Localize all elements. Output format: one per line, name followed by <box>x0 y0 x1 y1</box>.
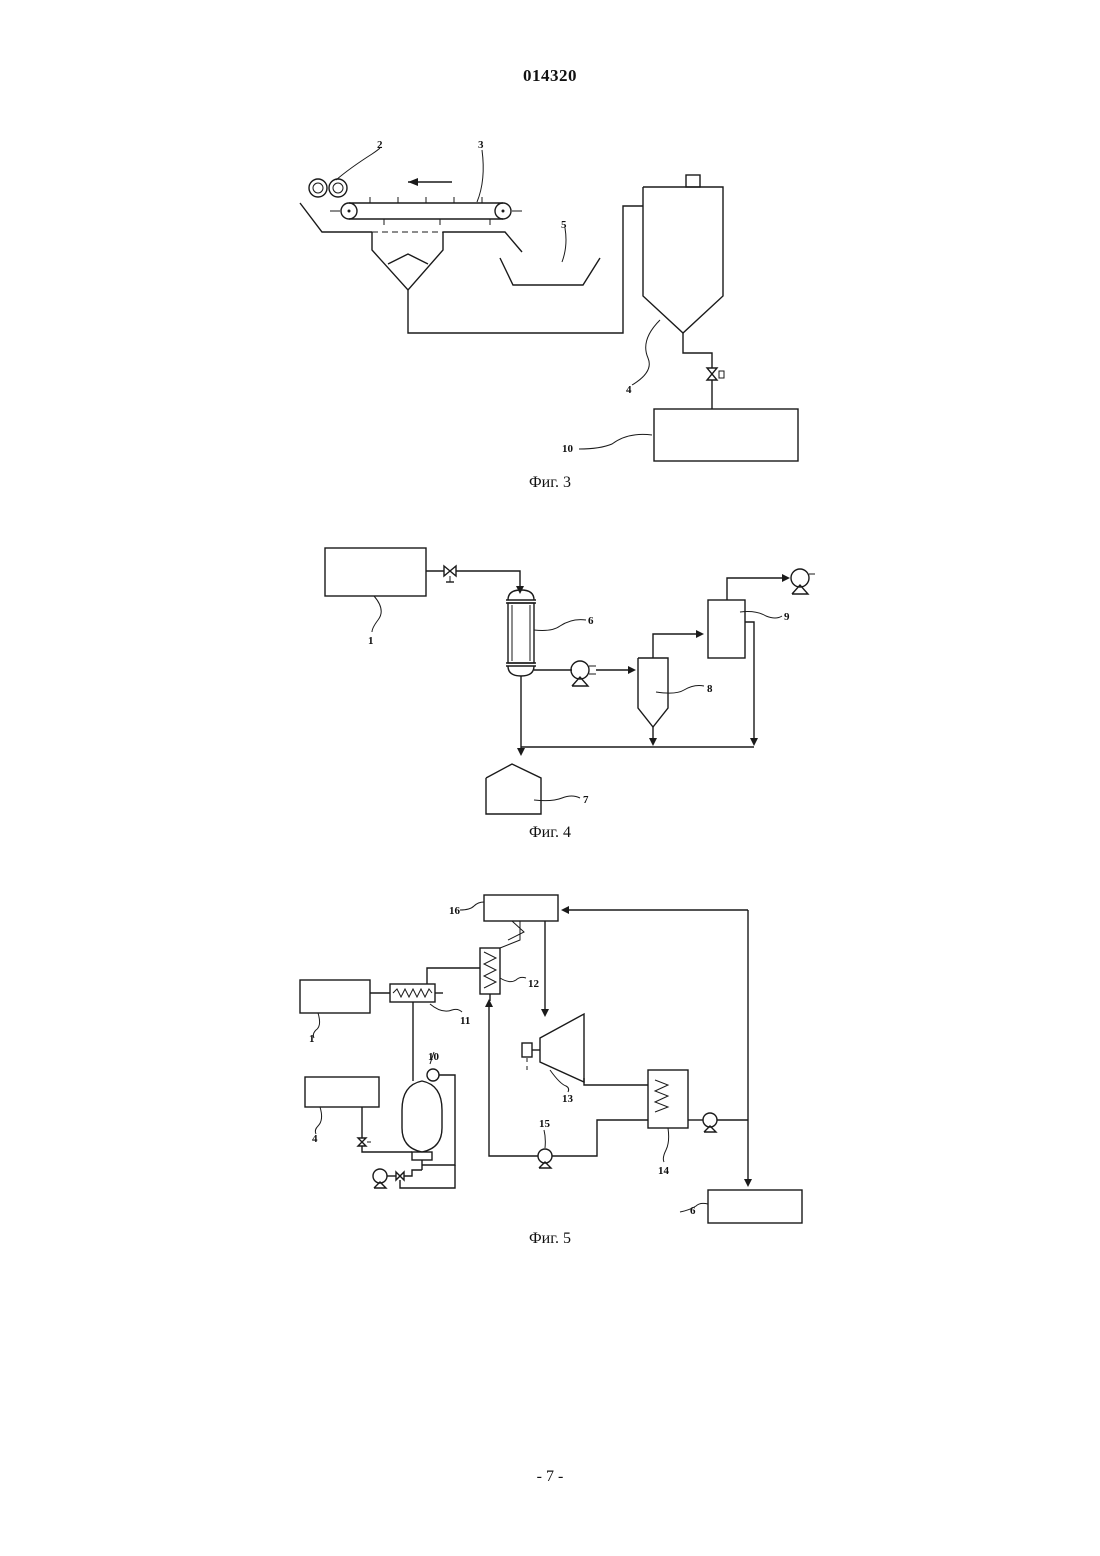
label-14: 14 <box>658 1165 670 1177</box>
label-4: 4 <box>626 384 632 396</box>
figure-3-drawing: 2 3 5 4 10 <box>0 0 1100 500</box>
label-4: 4 <box>312 1133 318 1145</box>
label-9: 9 <box>784 611 790 623</box>
exchanger-12 <box>480 948 500 1001</box>
label-2: 2 <box>377 139 383 151</box>
figure-4-drawing: 1 6 8 9 7 <box>0 520 1100 850</box>
box-6 <box>708 1190 802 1223</box>
rollers-2 <box>309 179 347 197</box>
tank-4 <box>305 1077 379 1107</box>
figure-5: 16 12 11 1 10 4 13 15 14 6 Фиг. 5 <box>0 880 1100 1260</box>
figure-3: 2 3 5 4 10 Фиг. 3 <box>0 0 1100 500</box>
bin-7 <box>486 764 541 814</box>
pump-15 <box>538 1149 552 1168</box>
label-1: 1 <box>309 1033 315 1045</box>
direction-arrow <box>408 178 452 186</box>
column-6 <box>506 590 536 676</box>
label-8: 8 <box>707 683 713 695</box>
reactor-10 <box>402 1002 455 1170</box>
tank-10 <box>654 409 798 461</box>
turbine-13 <box>522 1014 584 1082</box>
label-13: 13 <box>562 1093 574 1105</box>
pump <box>571 661 596 686</box>
label-10: 10 <box>428 1051 440 1063</box>
label-6: 6 <box>690 1205 696 1217</box>
figure-5-caption: Фиг. 5 <box>0 1230 1100 1248</box>
label-7: 7 <box>583 794 589 806</box>
valve <box>707 368 724 409</box>
label-16: 16 <box>449 905 461 917</box>
heater-11 <box>390 984 435 1002</box>
belt-conveyor-3 <box>330 197 522 225</box>
label-10: 10 <box>562 443 574 455</box>
valve-4 <box>358 1107 412 1152</box>
figure-4: 1 6 8 9 7 Фиг. 4 <box>0 520 1100 850</box>
label-5: 5 <box>561 219 567 231</box>
fan <box>791 569 815 594</box>
tray-5 <box>500 258 600 285</box>
figure-3-caption: Фиг. 3 <box>0 474 1100 492</box>
label-6: 6 <box>588 615 594 627</box>
figure-5-drawing: 16 12 11 1 10 4 13 15 14 6 <box>0 880 1100 1260</box>
label-11: 11 <box>460 1015 470 1027</box>
pump-14 <box>703 1113 717 1132</box>
label-15: 15 <box>539 1118 551 1130</box>
box-16 <box>484 895 558 921</box>
label-3: 3 <box>478 139 484 151</box>
pump-bottom <box>373 1169 387 1188</box>
box-1 <box>300 980 370 1013</box>
valve <box>426 566 524 594</box>
page-number: - 7 - <box>0 1468 1100 1486</box>
hopper <box>372 232 522 290</box>
figure-4-caption: Фиг. 4 <box>0 824 1100 842</box>
condenser-14 <box>648 1070 688 1128</box>
tank-1 <box>325 548 426 596</box>
label-1: 1 <box>368 635 374 647</box>
separator-9 <box>708 600 745 658</box>
silo-4 <box>643 175 723 368</box>
label-12: 12 <box>528 978 540 990</box>
